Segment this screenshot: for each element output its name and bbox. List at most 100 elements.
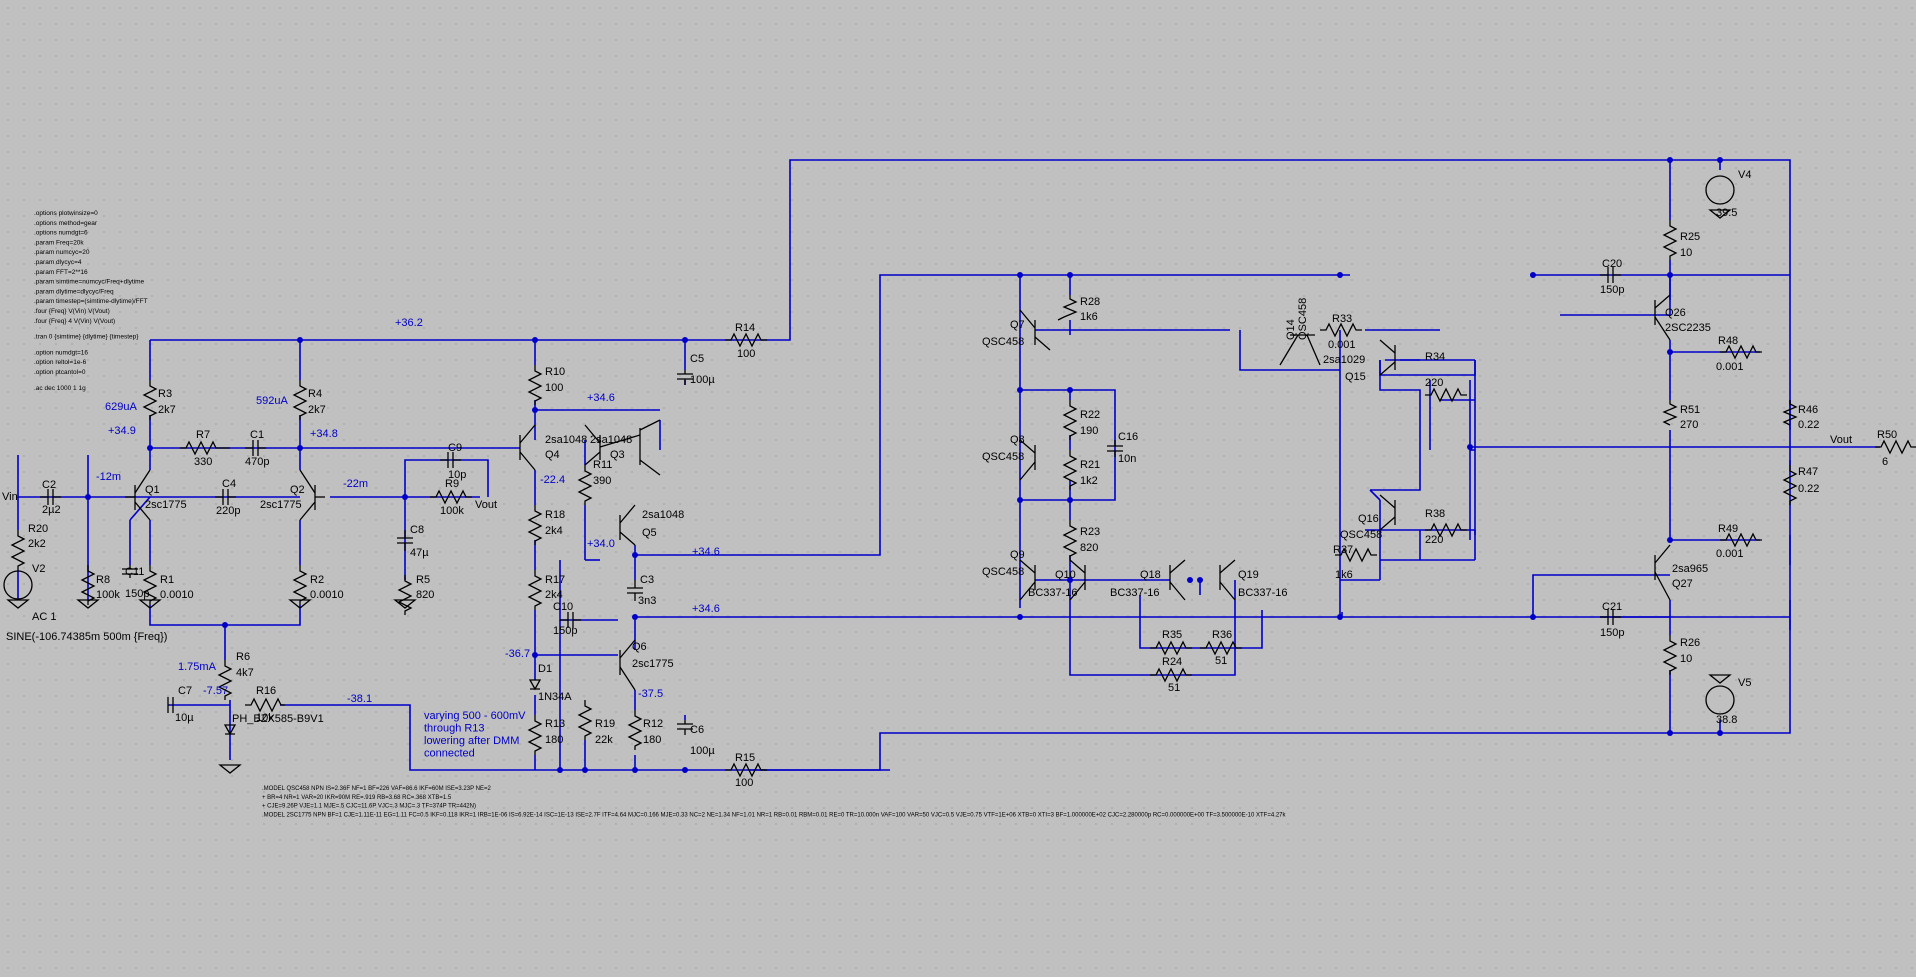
value-c20: 150p: [1600, 284, 1624, 296]
value-c6: 100µ: [690, 745, 715, 757]
value-v5: 38.8: [1716, 714, 1737, 726]
label-r17: R17: [545, 574, 565, 586]
label-c16: C16: [1118, 431, 1138, 443]
model-line[interactable]: + CJE=9.26P VJE=1.1 MJE=.5 CJC=11.6P VJC…: [262, 804, 476, 810]
value-r7: 330: [194, 456, 212, 468]
label-r49: R49: [1718, 523, 1738, 535]
net-label: -37.5: [638, 688, 663, 700]
net-label: +34.6: [692, 603, 720, 615]
label-r6: R6: [236, 651, 250, 663]
net-label-vout: Vout: [1830, 434, 1852, 446]
label-c5: C5: [690, 353, 704, 365]
net-label: -7.57: [203, 685, 228, 697]
value-r8: 100k: [96, 589, 120, 601]
value-q1: 2sc1775: [145, 499, 187, 511]
label-r51: R51: [1680, 404, 1700, 416]
label-c3: C3: [640, 574, 654, 586]
directive-line[interactable]: .option numdgt=16: [34, 349, 88, 356]
label-c8: C8: [410, 524, 424, 536]
label-r7: R7: [196, 429, 210, 441]
label-r37: R37: [1333, 544, 1353, 556]
value-r51: 270: [1680, 419, 1698, 431]
model-line[interactable]: .MODEL QSC458 NPN IS=2.36F NF=1 BF=226 V…: [262, 786, 492, 792]
label-r19: R19: [595, 718, 615, 730]
label-v2: V2: [32, 563, 45, 575]
label-c7: C7: [178, 685, 192, 697]
label-r10: R10: [545, 366, 565, 378]
note-line: through R13: [424, 723, 485, 735]
label-vin: Vin: [2, 491, 18, 503]
value-q7: QSC458: [982, 336, 1024, 348]
label-r24: R24: [1162, 656, 1182, 668]
value-r21: 1k2: [1080, 475, 1098, 487]
label-v4: V4: [1738, 169, 1751, 181]
directive-line[interactable]: .tran 0 {simtime} {dlytime} {timestep}: [34, 334, 139, 341]
model-line[interactable]: .MODEL 2SC1775 NPN BF=1 CJE=1.11E-11 EG=…: [262, 812, 1286, 818]
label-q14: Q14: [1285, 319, 1297, 340]
directive-line[interactable]: .four {Freq} 4 V(Vin) V(Vout): [34, 318, 115, 325]
directive-line[interactable]: .option reltol=1e-6: [34, 359, 87, 366]
value-r22: 190: [1080, 425, 1098, 437]
directive-line[interactable]: .param timestep=(simtime-dlytime)/FFT: [34, 298, 148, 305]
directive-line[interactable]: .param FFT=2**16: [34, 269, 88, 276]
label-r26: R26: [1680, 637, 1700, 649]
value-r36: 51: [1215, 655, 1227, 667]
label-r46: R46: [1798, 404, 1818, 416]
value-r16: 10k: [256, 712, 274, 724]
value-c7: 10µ: [175, 712, 194, 724]
value-c9: 10p: [448, 469, 466, 481]
net-label-vout: Vout: [475, 499, 497, 511]
directive-line[interactable]: .options numdgt=6: [34, 230, 88, 237]
net-label: -22.4: [540, 474, 565, 486]
value-c4: 220p: [216, 505, 240, 517]
component-labels: Vin C2 2µ2 R20 2k2 V2 AC 1 SINE(-106.743…: [2, 169, 1897, 789]
directive-line[interactable]: .param dlycyc=4: [34, 259, 82, 266]
directive-line[interactable]: .param numcyc=20: [34, 249, 90, 256]
directive-line[interactable]: .ac dec 1000 1 1g: [34, 385, 86, 392]
value-r6: 4k7: [236, 667, 254, 679]
label-r50: R50: [1877, 429, 1897, 441]
model-line[interactable]: + BR=4 NR=1 VAR=20 IKR=90M RE=.919 RB=3.…: [262, 795, 452, 801]
label-r18: R18: [545, 509, 565, 521]
value-q3: 2sa1048: [590, 434, 632, 446]
label-c4: C4: [222, 478, 236, 490]
value-r34: 220: [1425, 377, 1443, 389]
label-r9: R9: [445, 478, 459, 490]
label-r23: R23: [1080, 526, 1100, 538]
value-q27: 2sa965: [1672, 563, 1708, 575]
directive-line[interactable]: .option ptcantol=0: [34, 369, 86, 376]
directive-line[interactable]: .param Freq=20k: [34, 239, 84, 246]
directive-line[interactable]: .param simtime=numcyc/Freq+dlytime: [34, 279, 145, 286]
directive-line[interactable]: .four {Freq} V(Vin) V(Vout): [34, 308, 110, 315]
net-label: +34.6: [692, 546, 720, 558]
value-r25: 10: [1680, 247, 1692, 259]
label-q19: Q19: [1238, 569, 1259, 581]
label-v5: V5: [1738, 677, 1751, 689]
value-v4: 39.5: [1716, 207, 1737, 219]
directive-line[interactable]: .options plotwinsize=0: [34, 210, 98, 217]
directive-line[interactable]: .options method=gear: [34, 220, 98, 227]
value-r1: 0.0010: [160, 589, 194, 601]
net-label: -36.7: [505, 648, 530, 660]
value-v2-sine: SINE(-106.74385m 500m {Freq}): [6, 631, 167, 643]
label-q9: Q9: [1010, 549, 1025, 561]
spice-directives[interactable]: .options plotwinsize=0 .options method=ge…: [34, 210, 148, 392]
value-c11: 150p: [125, 588, 149, 600]
value-r12: 180: [643, 734, 661, 746]
directive-line[interactable]: .param dlytime=dlycyc/Freq: [34, 288, 114, 295]
value-q2: 2sc1775: [260, 499, 302, 511]
spice-models[interactable]: .MODEL QSC458 NPN IS=2.36F NF=1 BF=226 V…: [262, 786, 1286, 818]
value-r23: 820: [1080, 542, 1098, 554]
sources-diodes-grounds: [3, 175, 1735, 774]
transistors: [125, 294, 1671, 691]
label-q7: Q7: [1010, 319, 1025, 331]
value-q14: QSC458: [1297, 298, 1309, 340]
value-r19: 22k: [595, 734, 613, 746]
label-c1: C1: [250, 429, 264, 441]
label-c6: C6: [690, 724, 704, 736]
label-r4: R4: [308, 388, 322, 400]
label-q18: Q18: [1140, 569, 1161, 581]
value-r14: 100: [737, 348, 755, 360]
